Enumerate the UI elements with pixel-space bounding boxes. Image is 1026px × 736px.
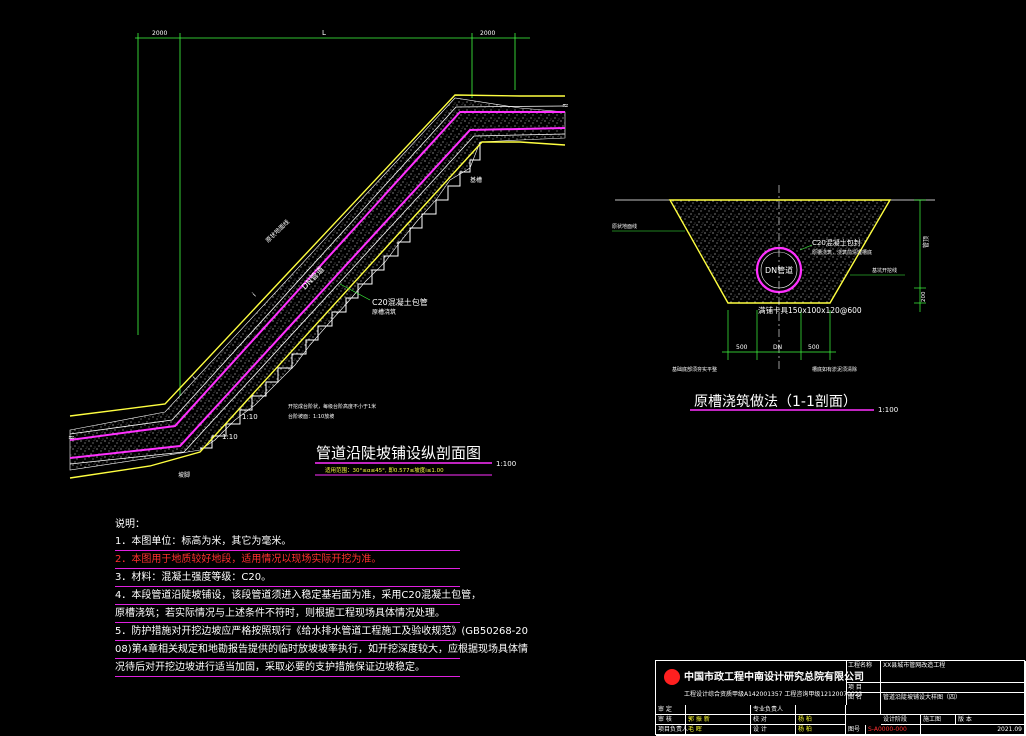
note-line-5: 原槽浇筑；若实际情况与上述条件不符时，则根据工程现场具体情况处理。 (115, 605, 460, 623)
profile-ratio-1: 1:10 (242, 413, 258, 421)
profile-concrete-body (69, 97, 566, 471)
profile-ratio-2: 1:10 (222, 433, 238, 441)
tb-r3c2: 毛 晖 (686, 725, 751, 736)
tb-num-value: S-A0000-000 (866, 725, 921, 736)
profile-step-line (200, 142, 481, 449)
title-block: 中国市政工程中南设计研究总院有限公司 工程设计综合资质甲级A142001357 … (655, 660, 1026, 736)
section-right-dimension (914, 199, 926, 312)
tb-item-label: 项 目 (846, 683, 881, 693)
profile-label-c20: C20混凝土包管 (372, 297, 428, 307)
profile-pipe-outline (69, 105, 566, 465)
profile-slope-line (69, 141, 566, 479)
profile-label-steps: 开挖成台阶状，每级台阶高度不小于1米 (288, 403, 376, 410)
tb-r2c2: 郭 振 新 (686, 715, 751, 725)
tb-r2c3: 校 对 (751, 715, 796, 725)
break-mark-right: ≈ (562, 101, 569, 110)
section-scale: 1:100 (878, 406, 898, 414)
profile-dim-left: 2000 (152, 30, 167, 37)
title-block-info: 工程名称 XX县城市管网改造工程 项 目 图 名 管道沿陡坡铺设大样图（四） 设… (846, 661, 1026, 736)
profile-ground-line (69, 94, 565, 417)
section-label-ground: 原状地面线 (612, 223, 637, 230)
tb-version-label: 版 本 (956, 715, 1026, 725)
section-dim-500-left: 500 (736, 344, 748, 351)
profile-slope-i-1: i (251, 291, 258, 298)
tb-num-label: 图号 (846, 725, 866, 736)
notes-panel: 说明： 1．本图单位：标高为米，其它为毫米。 2．本图用于地质较好地段，适用情况… (115, 516, 528, 677)
profile-leader-c20 (339, 283, 371, 301)
tb-r1c1: 审 定 (656, 705, 686, 715)
tb-drawing-label: 图 名 (846, 693, 881, 715)
tb-project-label: 工程名称 (846, 661, 881, 683)
profile-label-ground: 原状地面线 (264, 218, 291, 245)
tb-date: 2021.09 (921, 725, 1026, 736)
section-dim-height: 管顶 (922, 236, 930, 248)
note-line-1: 1．本图单位：标高为米，其它为毫米。 (115, 533, 460, 551)
tb-r2c1: 审 核 (656, 715, 686, 725)
profile-label-c20-sub: 原槽浇筑 (372, 308, 396, 316)
section-label-right-base: 槽底如有淤泥须清除 (812, 366, 857, 373)
title-block-signatures: 审 定 专业负责人 审 核 郭 振 新 校 对 杨 柏 项目负责人 毛 晖 设 … (656, 705, 846, 736)
profile-title: 管道沿陡坡铺设纵剖面图 (316, 444, 481, 462)
note-line-4: 4．本段管道沿陡坡铺设，该段管道须进入稳定基岩面为准，采用C20混凝土包管， (115, 587, 481, 605)
notes-title: 说明： (115, 519, 145, 530)
tb-r3c1: 项目负责人 (656, 725, 688, 736)
section-label-left-base: 基础底部须夯实平整 (672, 366, 717, 373)
section-leader-c20 (799, 244, 813, 251)
section-bottom-dimension (722, 310, 836, 360)
tb-r3c4: 杨 柏 (796, 725, 846, 736)
tb-r1c4 (796, 705, 846, 715)
tb-r2c4: 杨 柏 (796, 715, 846, 725)
tb-item-value (881, 683, 1026, 693)
tb-stage-value: 施工图 (921, 715, 956, 725)
section-drawing: DN管道 管顶 200 500 DN 500 C20混凝土包封 原槽浇筑，浇筑前… (612, 185, 935, 414)
section-dim-bottom: 200 (921, 291, 927, 302)
profile-top-dimension (135, 33, 530, 420)
note-line-8: 况待后对开挖边坡进行适当加固，采取必要的支护措施保证边坡稳定。 (115, 659, 460, 677)
section-title: 原槽浇筑做法（1-1剖面） (694, 394, 857, 410)
tb-drawing-value: 管道沿陡坡铺设大样图（四） (881, 693, 1026, 715)
section-label-c20: C20混凝土包封 (812, 238, 861, 247)
profile-dim-mid: L (322, 29, 326, 37)
break-mark-left: ≈ (68, 433, 75, 442)
profile-drawing: 2000 L 2000 ≈ ≈ 原状地面线 DN管道 C20混凝土包管 原槽浇筑… (68, 29, 569, 479)
tb-r1c3: 专业负责人 (751, 705, 796, 715)
note-line-2: 2．本图用于地质较好地段，适用情况以现场实际开挖为准。 (115, 551, 460, 569)
profile-label-bottom: 坡脚 (178, 471, 190, 479)
company-cert: 工程设计综合资质甲级A142001357 工程咨询甲级12120070023 (684, 691, 863, 698)
note-line-3: 3．材料：混凝土强度等级：C20。 (115, 569, 460, 587)
title-block-company: 中国市政工程中南设计研究总院有限公司 工程设计综合资质甲级A142001357 … (656, 661, 864, 705)
company-logo-icon (664, 669, 680, 685)
section-label-c20-sub: 原槽浇筑，浇筑前清理槽底 (812, 249, 872, 256)
tb-stage-label: 设计阶段 (881, 715, 921, 725)
section-label-slope: 基坑开挖线 (872, 267, 897, 274)
profile-label-steps-sub: 台阶坡面：1:10放坡 (288, 413, 334, 420)
note-line-7: 08)第4章相关规定和地勘报告提供的临时放坡坡率执行，如开挖深度较大，应根据现场… (115, 641, 528, 659)
section-dim-500-right: 500 (808, 344, 820, 351)
profile-dim-right: 2000 (480, 30, 495, 37)
tb-r1c2 (686, 705, 751, 715)
note-line-6: 5．防护措施对开挖边坡应严格按照现行《给水排水管道工程施工及验收规范》(GB50… (115, 623, 528, 641)
company-name: 中国市政工程中南设计研究总院有限公司 (684, 672, 864, 683)
profile-scale: 1:100 (496, 460, 516, 468)
profile-label-top-right: 基槽 (470, 176, 482, 184)
profile-pipe (69, 111, 566, 459)
profile-subtitle: 适用范围：30°≤α≤45°, 即0.577≤坡度i≤1.00 (325, 466, 444, 474)
section-label-base: 满铺卡具150x100x120@600 (758, 305, 862, 315)
profile-slope-i-2: i (191, 374, 198, 381)
tb-r3c3: 设 计 (751, 725, 796, 736)
tb-project-value: XX县城市管网改造工程 (881, 661, 1026, 683)
section-dim-dn: DN (773, 344, 782, 351)
